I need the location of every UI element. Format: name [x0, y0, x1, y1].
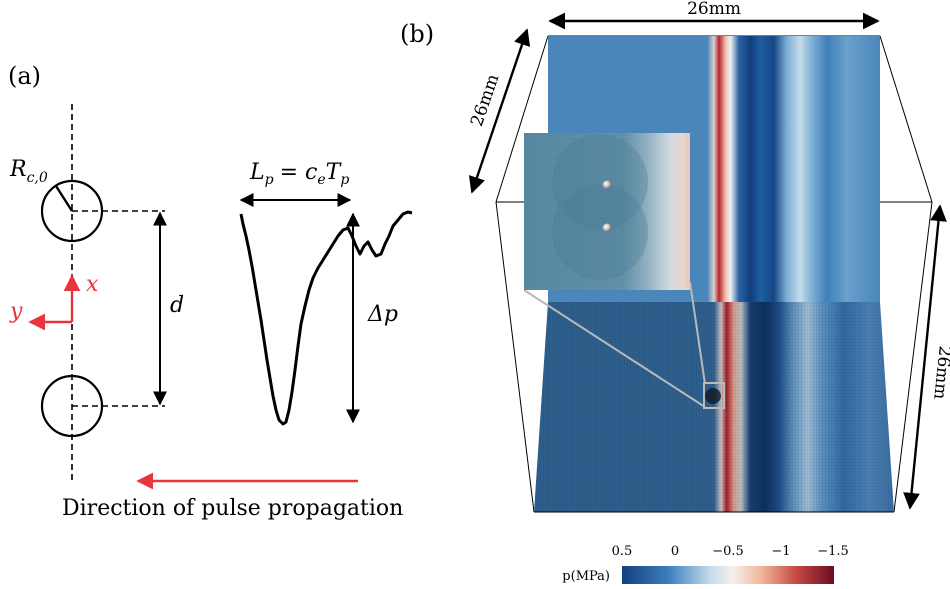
panel-a: (a) Rc,0 d x y Lp= ceTp Δp: [8, 62, 413, 521]
height-dimension-arrow: [903, 204, 947, 510]
bubble-marker: [703, 382, 725, 409]
pulse-profile-curve: [239, 210, 413, 426]
inset-lower-bubble: [602, 223, 612, 233]
colorbar-gradient: [622, 566, 834, 584]
colorbar-tick-0: 0.5: [612, 544, 633, 559]
panel-b: (b): [400, 0, 950, 584]
y-axis-label: y: [9, 299, 23, 324]
colorbar-title: p(MPa): [562, 569, 610, 584]
zoom-inset: [524, 133, 690, 290]
distance-label: d: [170, 293, 184, 318]
colorbar: p(MPa) 0.5 0 −0.5 −1 −1.5: [562, 544, 849, 584]
zoom-region-box: [703, 382, 725, 409]
inset-upper-bubble: [602, 180, 612, 190]
panel-a-label: (a): [8, 62, 41, 90]
colorbar-tick-3: −1: [771, 544, 790, 559]
propagation-direction-label: Direction of pulse propagation: [62, 496, 403, 521]
colorbar-ticks: 0.5 0 −0.5 −1 −1.5: [612, 544, 849, 559]
depth-dimension-arrow: [468, 28, 531, 194]
zoom-connector-bottom: [523, 289, 706, 408]
pulse-length-label: Lp= ceTp: [249, 160, 349, 188]
radius-line: [54, 185, 74, 212]
panel-b-label: (b): [400, 20, 434, 48]
zoom-connector-top: [689, 281, 706, 385]
x-axis-label: x: [86, 272, 99, 297]
colorbar-tick-1: 0: [671, 544, 679, 559]
colorbar-tick-4: −1.5: [817, 544, 849, 559]
colorbar-tick-2: −0.5: [712, 544, 744, 559]
amplitude-label: Δp: [367, 302, 398, 327]
depth-dimension-label: 26mm: [467, 72, 503, 129]
height-dimension-label: 26mm: [929, 345, 950, 401]
radius-label: Rc,0: [9, 157, 48, 186]
width-dimension-label: 26mm: [687, 0, 741, 19]
